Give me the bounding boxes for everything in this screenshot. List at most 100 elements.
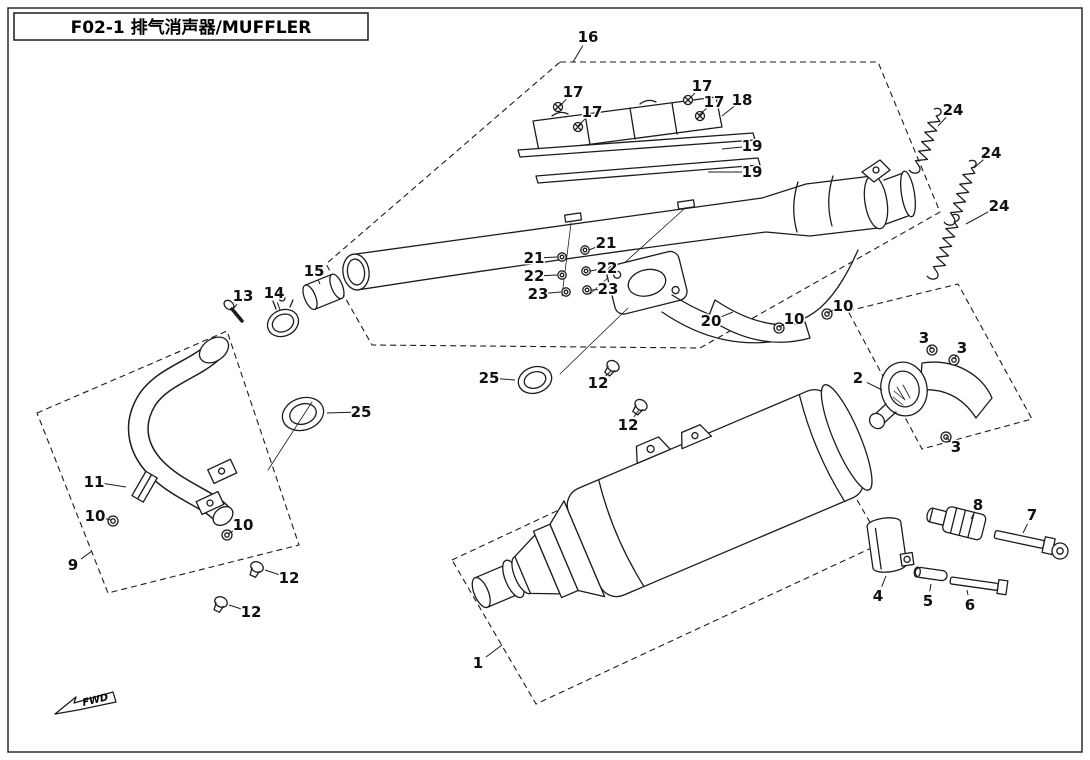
callout-number-20: 20 [701, 312, 722, 330]
callout-number-7: 7 [1027, 506, 1037, 524]
callout-number-21: 21 [596, 234, 617, 252]
callout-number-19: 19 [742, 137, 763, 155]
callout-number-17: 17 [704, 93, 725, 111]
callout-leader-line [104, 517, 112, 521]
callout-number-23: 23 [598, 280, 619, 298]
callout-number-6: 6 [965, 596, 975, 614]
callout-leader-line [945, 436, 950, 441]
callout-number-3: 3 [919, 329, 929, 347]
callout-number-1: 1 [473, 654, 483, 672]
screw-17-d [694, 110, 706, 122]
callout-number-16: 16 [578, 28, 599, 46]
callout-leader-line [543, 256, 558, 259]
callout-number-12: 12 [588, 374, 609, 392]
bolt-12-d [210, 594, 230, 615]
callout-number-2: 2 [853, 369, 863, 387]
callout-leader-line [276, 302, 281, 311]
callout-leader-line [826, 309, 835, 314]
gasket-25-left-drawing [267, 396, 325, 471]
spring-24-a [908, 105, 945, 177]
callout-leader-line [721, 105, 735, 117]
callout-number-21: 21 [524, 249, 545, 267]
front-pipe-drawing [127, 336, 238, 527]
screw-17-b [572, 121, 584, 133]
bolt-10-b [773, 322, 785, 334]
callout-number-22: 22 [597, 259, 618, 277]
callout-number-23: 23 [528, 285, 549, 303]
callout-leader-line [953, 355, 957, 360]
gasket-25-right-drawing [517, 365, 553, 395]
callout-leader-line [698, 108, 707, 116]
callout-leader-line [227, 529, 235, 535]
callout-leader-line [633, 409, 640, 418]
callout-leader-line [326, 411, 352, 414]
bushing-8-drawing [926, 506, 987, 541]
callout-leader-line [547, 291, 562, 294]
boundary-front-pipe-group [36, 330, 300, 594]
bolt-10-a [821, 308, 833, 320]
callout-leader-line [1022, 523, 1028, 534]
callout-leader-line [559, 98, 567, 107]
callout-leader-line [577, 118, 586, 127]
bolt-12-b [629, 396, 650, 418]
callout-number-10: 10 [233, 516, 254, 534]
bolt-13-drawing [223, 299, 244, 323]
callout-number-15: 15 [304, 262, 325, 280]
callout-number-17: 17 [563, 83, 584, 101]
nut-7-drawing [1051, 542, 1069, 560]
callout-number-25: 25 [479, 369, 500, 387]
heat-shield-20-drawing [707, 299, 811, 343]
page-border [7, 7, 1083, 753]
bolt-12-c [246, 559, 266, 580]
spacer-5-drawing [913, 566, 948, 582]
callout-leader-line [485, 644, 503, 658]
callout-leader-line [572, 45, 584, 63]
callout-number-22: 22 [524, 267, 545, 285]
bolt-10-d [221, 529, 233, 541]
callout-number-11: 11 [84, 473, 105, 491]
clamp-4-drawing [866, 517, 915, 573]
callout-leader-line [970, 513, 974, 520]
page-title: F02-1 排气消声器/MUFFLER [71, 17, 312, 38]
callout-number-3: 3 [957, 339, 967, 357]
callout-leader-line [588, 246, 597, 251]
callout-leader-line [687, 92, 696, 101]
callout-leader-line [929, 345, 933, 350]
callout-number-9: 9 [68, 556, 78, 574]
callout-number-12: 12 [279, 569, 300, 587]
callout-number-14: 14 [264, 284, 285, 302]
callout-number-24: 24 [989, 197, 1010, 215]
callout-number-10: 10 [784, 310, 805, 328]
title-box: F02-1 排气消声器/MUFFLER [13, 12, 369, 41]
callout-leader-line [498, 378, 516, 381]
callout-leader-line [778, 323, 786, 328]
bolt-6-drawing [949, 576, 1009, 596]
callout-leader-line [721, 146, 743, 150]
callout-leader-line [720, 311, 734, 318]
clamp-14-drawing [266, 294, 300, 338]
callout-number-12: 12 [241, 603, 262, 621]
callout-number-18: 18 [732, 91, 753, 109]
callout-leader-line [937, 116, 947, 127]
callout-leader-line [233, 303, 238, 309]
callout-number-19: 19 [742, 163, 763, 181]
callout-number-17: 17 [582, 103, 603, 121]
branch-pipe-drawing [661, 249, 859, 344]
callout-number-24: 24 [981, 144, 1002, 162]
bolt-10-c [107, 515, 119, 527]
header-pipe-drawing [342, 159, 917, 297]
callout-leader-line [973, 159, 984, 169]
endcap-drawing [868, 361, 993, 430]
spring-24-b [943, 157, 980, 229]
callout-number-25: 25 [351, 403, 372, 421]
callout-number-5: 5 [923, 592, 933, 610]
fastener-stacks-drawing [557, 245, 592, 297]
callout-leader-line [543, 274, 558, 277]
callout-leader-line [966, 589, 969, 596]
callout-leader-line [317, 279, 321, 285]
callout-number-13: 13 [233, 287, 254, 305]
callout-number-24: 24 [943, 101, 964, 119]
